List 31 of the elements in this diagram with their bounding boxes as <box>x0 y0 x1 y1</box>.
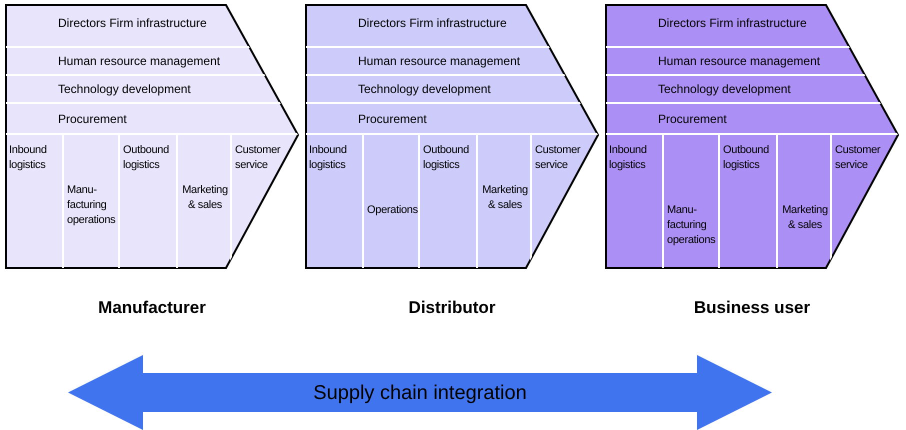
support-activity-label: Human resource management <box>58 53 220 70</box>
chain-title: Business user <box>694 297 810 319</box>
support-activity-label: Directors Firm infrastructure <box>358 14 507 32</box>
support-activity-label: Procurement <box>358 110 427 128</box>
support-activity-label: Human resource management <box>358 53 520 70</box>
primary-activity-label: Outbound logistics <box>723 143 770 173</box>
primary-activity-label: Marketing & sales <box>781 203 829 233</box>
primary-activity-label: Marketing & sales <box>481 183 529 213</box>
support-activity-label: Technology development <box>358 81 491 98</box>
primary-activity-label: Manu- facturing operations <box>667 203 716 248</box>
support-activity-label: Technology development <box>58 81 191 98</box>
primary-activity-label: Outbound logistics <box>123 143 170 173</box>
arrow-label: Supply chain integration <box>313 380 527 406</box>
support-activity-label: Procurement <box>58 110 127 128</box>
support-activity-label: Human resource management <box>658 53 820 70</box>
primary-activity-label: Outbound logistics <box>423 143 470 173</box>
support-activity-label: Directors Firm infrastructure <box>58 14 207 32</box>
support-activity-label: Directors Firm infrastructure <box>658 14 807 32</box>
primary-activity-label: Inbound logistics <box>609 143 648 173</box>
chain-title: Manufacturer <box>98 297 206 319</box>
primary-activity-label: Inbound logistics <box>9 143 48 173</box>
chain-title: Distributor <box>408 297 496 319</box>
support-activity-label: Procurement <box>658 110 727 128</box>
primary-activity-label: Inbound logistics <box>309 143 348 173</box>
primary-activity-label: Marketing & sales <box>181 183 229 213</box>
support-activity-label: Technology development <box>658 81 791 98</box>
primary-activity-label: Customer service <box>535 143 582 173</box>
primary-activity-label: Manu- facturing operations <box>67 183 116 228</box>
primary-activity-label: Customer service <box>235 143 282 173</box>
primary-activity-label: Customer service <box>835 143 882 173</box>
primary-activity-label: Operations <box>367 203 417 218</box>
